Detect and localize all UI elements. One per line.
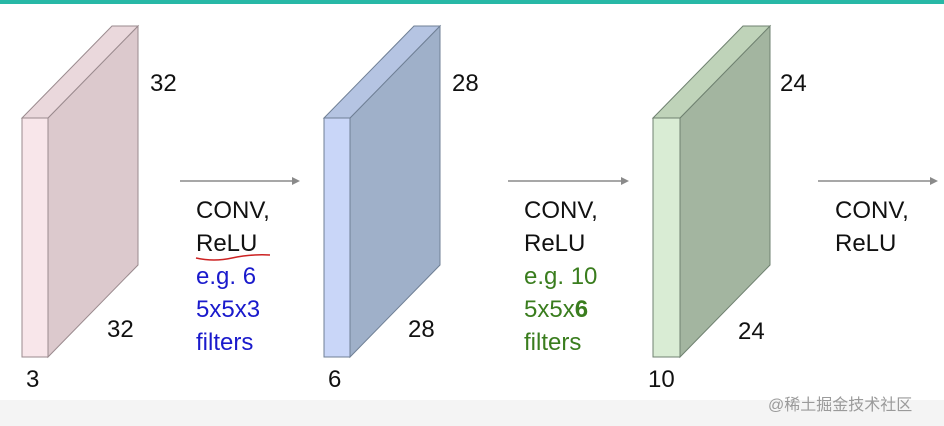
operation-2-filter-size: 5x5x6 bbox=[524, 293, 598, 326]
operation-1-conv: CONV, bbox=[196, 197, 270, 224]
arrow-3 bbox=[818, 177, 938, 185]
arrow-2 bbox=[508, 177, 629, 185]
conv2-output-depth-label: 10 bbox=[648, 366, 675, 393]
operation-1: CONV, ReLU e.g. 6 5x5x3 filters bbox=[196, 194, 270, 359]
volume-conv1-output bbox=[322, 24, 442, 359]
operation-3: CONV, ReLU bbox=[835, 194, 909, 260]
bottom-band bbox=[0, 400, 944, 426]
conv1-output-width-label: 28 bbox=[408, 316, 435, 343]
input-width-label: 32 bbox=[107, 316, 134, 343]
volume-conv2-output bbox=[651, 24, 772, 359]
operation-2-filter-size-prefix: 5x5x bbox=[524, 296, 575, 323]
operation-2-relu: ReLU bbox=[524, 230, 586, 257]
operation-2-filter-count: e.g. 10 bbox=[524, 263, 598, 290]
volume-input-side bbox=[47, 24, 139, 359]
operation-2-filter-depth: 6 bbox=[574, 296, 589, 323]
volume-input-front bbox=[21, 117, 49, 358]
volume-conv2-output-front bbox=[652, 117, 681, 358]
input-height-label: 32 bbox=[150, 70, 177, 97]
operation-1-filter-size: 5x5x3 bbox=[196, 296, 261, 323]
operation-3-relu: ReLU bbox=[835, 230, 897, 257]
volume-conv1-output-side bbox=[349, 24, 441, 359]
volume-conv1-output-front bbox=[323, 117, 351, 358]
top-accent-rule bbox=[0, 0, 944, 4]
operation-3-conv: CONV, bbox=[835, 197, 909, 224]
watermark: @稀土掘金技术社区 bbox=[768, 397, 913, 414]
conv2-output-height-label: 24 bbox=[780, 70, 807, 97]
conv2-output-width-label: 24 bbox=[738, 318, 765, 345]
relu-underline bbox=[195, 254, 271, 261]
arrow-1 bbox=[180, 177, 300, 185]
operation-2-conv: CONV, bbox=[524, 197, 598, 224]
operation-1-relu: ReLU bbox=[196, 230, 258, 257]
operation-2-filter-word: filters bbox=[524, 329, 582, 356]
operation-1-filter-count: e.g. 6 bbox=[196, 263, 257, 290]
volume-conv2-output-side bbox=[679, 24, 771, 359]
volume-input bbox=[20, 24, 140, 359]
conv1-output-depth-label: 6 bbox=[328, 366, 342, 393]
operation-1-filter-word: filters bbox=[196, 329, 254, 356]
conv1-output-height-label: 28 bbox=[452, 70, 479, 97]
operation-2: CONV, ReLU e.g. 10 5x5x6 filters bbox=[524, 194, 598, 359]
input-depth-label: 3 bbox=[26, 366, 40, 393]
